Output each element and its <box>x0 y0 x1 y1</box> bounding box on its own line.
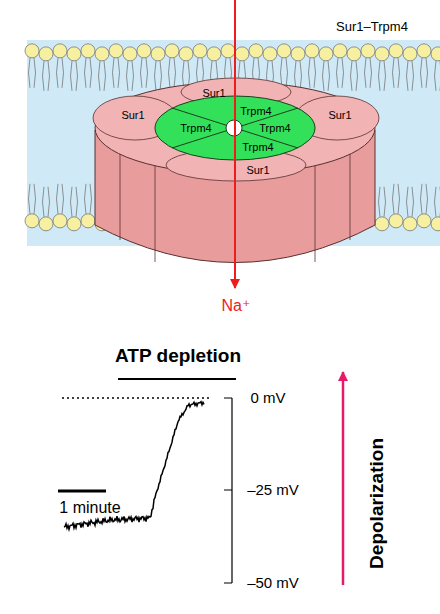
ion-flux-arrow <box>234 0 236 288</box>
treatment-label: ATP depletion <box>115 346 241 367</box>
subunit-label: Trpm4 <box>259 122 290 134</box>
subunit-label: Sur1 <box>328 109 351 121</box>
axis-tick-label: –50 mV <box>247 575 299 592</box>
axis-tick-label: –25 mV <box>247 482 299 499</box>
subunit-label: Sur1 <box>202 87 225 99</box>
subunit-label: Sur1 <box>121 109 144 121</box>
voltage-axis <box>224 398 232 583</box>
axis-tick-label: 0 mV <box>250 390 285 407</box>
panel-title: Sur1–Trpm4 <box>336 20 408 34</box>
treatment-bar <box>118 378 236 380</box>
scale-label: 1 minute <box>59 499 120 517</box>
subunit-label: Trpm4 <box>242 141 273 153</box>
subunit-label: Trpm4 <box>180 122 211 134</box>
time-scale-bar <box>58 490 106 493</box>
reference-line <box>62 397 210 399</box>
depolarization-arrow <box>342 372 345 585</box>
axis-title: Depolarization <box>367 438 388 569</box>
subunit-label: Trpm4 <box>240 105 271 117</box>
ion-label: Na⁺ <box>222 297 251 315</box>
subunit-label: Sur1 <box>246 164 269 176</box>
